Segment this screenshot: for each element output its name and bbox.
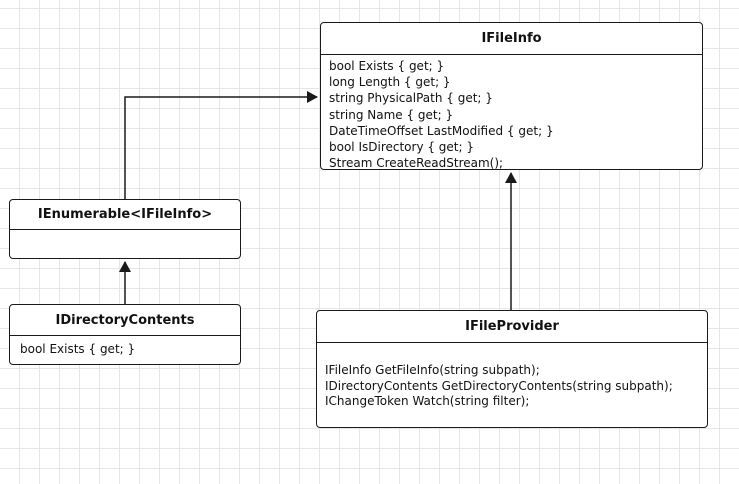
class-box-idirectorycontents[interactable]: IDirectoryContents bool Exists { get; } [9,304,241,365]
member-item: IDirectoryContents GetDirectoryContents(… [325,378,673,393]
class-members: bool Exists { get; } [10,336,240,362]
member-item: bool IsDirectory { get; } [329,140,475,155]
member-item: bool Exists { get; } [329,59,445,73]
class-members [10,230,240,236]
edge-ienumerable-to-ifileinfo [124,91,318,199]
class-members: IFileInfo GetFileInfo(string subpath); I… [317,343,707,410]
member-item: long Length { get; } [329,75,451,90]
member-item: IFileInfo GetFileInfo(string subpath); [325,363,540,377]
class-title: IDirectoryContents [10,305,240,336]
member-item: string PhysicalPath { get; } [329,91,493,106]
class-title: IFileProvider [317,311,707,343]
class-title: IEnumerable<IFileInfo> [10,200,240,230]
member-item: DateTimeOffset LastModified { get; } [329,123,554,138]
member-item: bool Exists { get; } [20,342,136,356]
class-box-ifileprovider[interactable]: IFileProvider IFileInfo GetFileInfo(stri… [316,310,708,428]
class-title: IFileInfo [321,23,702,55]
class-box-ienumerable[interactable]: IEnumerable<IFileInfo> [9,199,241,259]
class-members: bool Exists { get; } long Length { get; … [321,55,702,170]
member-item: IChangeToken Watch(string filter); [325,394,530,408]
class-box-ifileinfo[interactable]: IFileInfo bool Exists { get; } long Leng… [320,22,703,170]
member-item: string Name { get; } [329,107,454,122]
member-item: Stream CreateReadStream(); [329,156,504,170]
